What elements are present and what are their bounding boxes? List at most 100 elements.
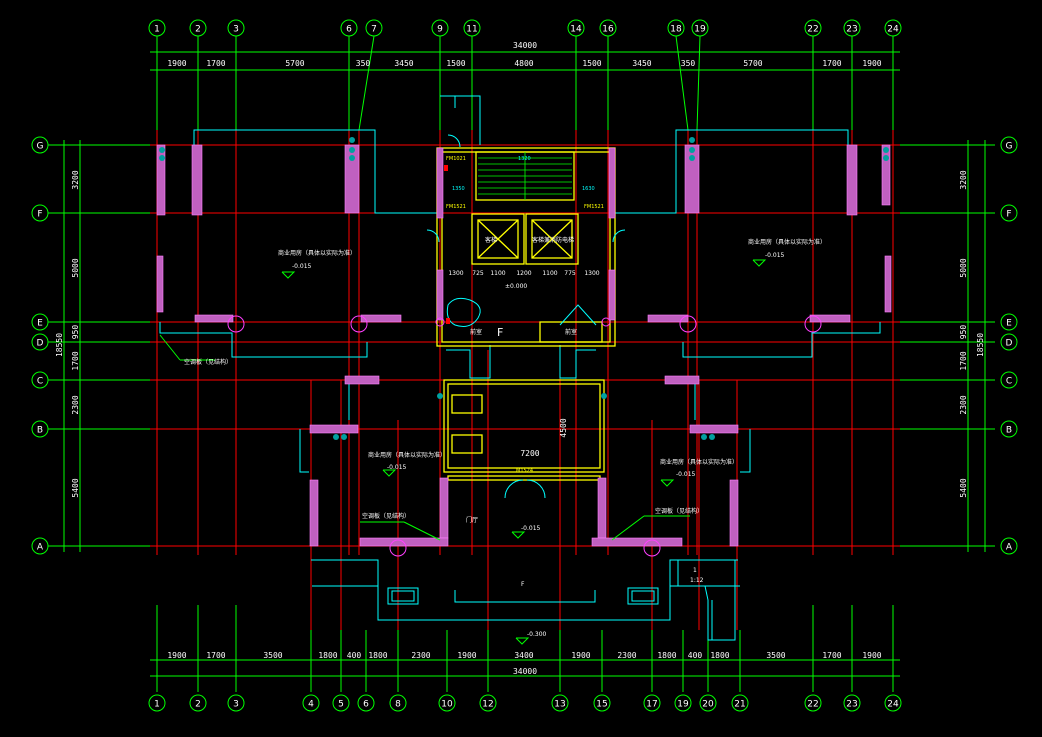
column-studs xyxy=(159,137,889,440)
axis-bubble-label: 1 xyxy=(154,700,160,710)
bottom-dim-segment: 1800 xyxy=(710,651,729,660)
axis-bubble-label: A xyxy=(1006,543,1013,553)
left-dim-segment: 5000 xyxy=(71,258,80,277)
core-dim-segment: 1100 xyxy=(542,270,557,277)
axis-bubble-label: B xyxy=(37,426,43,436)
right-dim-segment: 5000 xyxy=(959,258,968,277)
top-axis-11: 11 xyxy=(463,19,481,37)
axis-bubble-label: D xyxy=(37,339,44,349)
top-axis-7: 7 xyxy=(365,19,383,37)
top-axis-1: 1 xyxy=(148,19,166,37)
axis-bubble-circle xyxy=(1000,313,1018,331)
top-dim-segment: 350 xyxy=(356,59,371,68)
left-axis-D: D xyxy=(31,333,49,351)
elevator-left-label: 客梯 xyxy=(485,236,497,244)
bottom-axis-1: 1 xyxy=(148,694,166,712)
bottom-axis-2: 2 xyxy=(189,694,207,712)
axis-bubble-label: E xyxy=(37,319,43,329)
right-dim-segment: 950 xyxy=(959,325,968,340)
axis-bubble-label: F xyxy=(1006,210,1011,220)
axis-bubble-circle xyxy=(189,19,207,37)
stair-dim-1: 1350 xyxy=(452,186,465,192)
axis-bubble-circle xyxy=(1000,371,1018,389)
bottom-dim-segment: 1900 xyxy=(571,651,590,660)
walls xyxy=(156,144,892,547)
axis-bubble-circle xyxy=(31,420,49,438)
elevator-right-label: 客梯兼消防电梯 xyxy=(532,236,574,244)
top-dim-segment: 3450 xyxy=(632,59,651,68)
level-markers xyxy=(159,259,767,645)
axis-bubble-circle xyxy=(31,371,49,389)
left-axis-G: G xyxy=(31,136,49,154)
note-ac-mid-left: 空调板（见结构） xyxy=(362,512,410,520)
bottom-axis-4: 4 xyxy=(302,694,320,712)
axis-bubble-label: 11 xyxy=(466,25,477,35)
axis-bubble-label: 2 xyxy=(195,25,201,35)
ramp-ratio: 1:12 xyxy=(690,577,704,584)
axis-bubble-label: 10 xyxy=(441,700,453,710)
axis-bubble-circle xyxy=(31,333,49,351)
bottom-dim-segment: 1700 xyxy=(206,651,225,660)
top-axis-22: 22 xyxy=(804,19,822,37)
axis-bubble-label: 4 xyxy=(308,700,314,710)
note-ac-mid-right: 空调板（见结构） xyxy=(655,507,703,515)
axis-bubble-circle xyxy=(189,694,207,712)
room-upper-right-level: -0.015 xyxy=(765,252,785,259)
axis-bubble-label: 15 xyxy=(596,700,607,710)
bottom-axis-20: 20 xyxy=(699,694,717,712)
top-axis-18: 18 xyxy=(667,19,685,37)
bottom-axis-8: 8 xyxy=(389,694,407,712)
axis-bubble-label: G xyxy=(1006,142,1013,152)
right-total-dim: 18550 xyxy=(976,333,985,357)
top-dim-segment: 1700 xyxy=(206,59,225,68)
top-axis-16: 16 xyxy=(599,19,617,37)
doors xyxy=(426,134,626,499)
axis-bubble-label: 3 xyxy=(233,700,239,710)
front-room-left: 前室 xyxy=(470,328,482,336)
bottom-axis-22: 22 xyxy=(804,694,822,712)
axis-bubble-circle xyxy=(699,694,717,712)
bottom-axis-24: 24 xyxy=(884,694,902,712)
axis-bubble-circle xyxy=(1000,333,1018,351)
axis-bubble-circle xyxy=(884,19,902,37)
axis-bubble-label: 23 xyxy=(846,25,857,35)
axis-bubble-label: F xyxy=(37,210,42,220)
bottom-axis-15: 15 xyxy=(593,694,611,712)
axis-bubble-circle xyxy=(31,537,49,555)
top-dim-segment: 1500 xyxy=(446,59,465,68)
top-axis-19: 19 xyxy=(691,19,709,37)
axis-bubble-circle xyxy=(843,694,861,712)
room-upper-left-level: -0.015 xyxy=(292,263,312,270)
axis-bubble-label: 6 xyxy=(346,25,352,35)
core-walls xyxy=(436,147,616,481)
axis-bubble-circle xyxy=(332,694,350,712)
axis-bubble-circle xyxy=(804,694,822,712)
right-axis-E: E xyxy=(1000,313,1018,331)
right-dim-segment: 5400 xyxy=(959,478,968,497)
axis-bubble-circle xyxy=(389,694,407,712)
axis-bubble-label: C xyxy=(37,377,43,387)
core-dim-segment: 1300 xyxy=(584,270,599,277)
room-lower-right-name: 商业用房（具体以实际为准） xyxy=(660,458,738,466)
axis-bubble-circle xyxy=(567,19,585,37)
bottom-dim-segment: 3500 xyxy=(766,651,785,660)
bottom-dim-segment: 1900 xyxy=(862,651,881,660)
core-dim-segment: 1300 xyxy=(448,270,463,277)
top-dim-segment: 1900 xyxy=(862,59,881,68)
top-axis-2: 2 xyxy=(189,19,207,37)
room-lower-left-level: -0.015 xyxy=(387,464,407,471)
left-axis-B: B xyxy=(31,420,49,438)
left-dim-segment: 3200 xyxy=(71,170,80,189)
axis-bubble-circle xyxy=(1000,136,1018,154)
top-dim-segment: 4800 xyxy=(514,59,533,68)
bottom-dim-segment: 1900 xyxy=(457,651,476,660)
ramp-f-label: F xyxy=(521,581,525,588)
axis-bubble-label: 20 xyxy=(702,700,714,710)
axis-bubble-label: 3 xyxy=(233,25,239,35)
axis-bubble-circle xyxy=(302,694,320,712)
